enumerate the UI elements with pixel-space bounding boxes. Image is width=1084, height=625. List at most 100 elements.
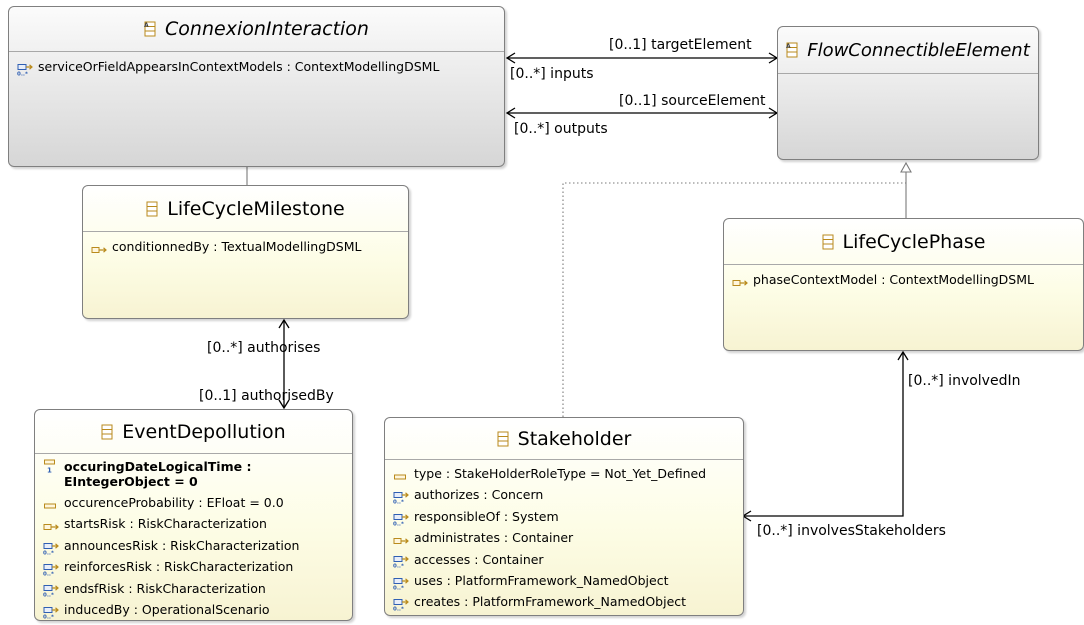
many-reference-icon: 0..* bbox=[393, 575, 409, 591]
arrowhead-authorises bbox=[278, 318, 290, 329]
attribute-text: uses : PlatformFramework_NamedObject bbox=[414, 573, 669, 589]
abstract-class-icon: A bbox=[786, 42, 799, 58]
attribute-list: type : StakeHolderRoleType = Not_Yet_Def… bbox=[385, 460, 743, 613]
arrowhead-inputs bbox=[505, 52, 516, 64]
arrowhead-authorised-by bbox=[278, 399, 290, 410]
attribute-list: conditionnedBy : TextualModellingDSML bbox=[83, 232, 408, 257]
attribute-row[interactable]: conditionnedBy : TextualModellingDSML bbox=[91, 236, 404, 257]
svg-text:0..*: 0..* bbox=[393, 521, 404, 525]
attribute-list: phaseContextModel : ContextModellingDSML bbox=[724, 265, 1083, 290]
attribute-row[interactable]: startsRisk : RiskCharacterization bbox=[43, 513, 348, 534]
attribute-icon bbox=[393, 468, 409, 480]
many-reference-icon: 0..* bbox=[43, 604, 59, 620]
class-header: LifeCyclePhase bbox=[724, 219, 1083, 265]
attribute-row[interactable]: phaseContextModel : ContextModellingDSML bbox=[732, 269, 1079, 290]
attribute-text: inducedBy : OperationalScenario bbox=[64, 602, 270, 618]
class-icon bbox=[822, 234, 835, 250]
reference-icon bbox=[91, 241, 107, 253]
attribute-row[interactable]: occurenceProbability : EFloat = 0.0 bbox=[43, 492, 348, 513]
class-name: LifeCycleMilestone bbox=[167, 197, 345, 220]
many-reference-icon: 0..* bbox=[393, 553, 409, 570]
attribute-text: creates : PlatformFramework_NamedObject bbox=[414, 594, 687, 610]
svg-text:A: A bbox=[786, 43, 791, 50]
svg-text:0..*: 0..* bbox=[43, 572, 54, 576]
svg-text:0..*: 0..* bbox=[43, 550, 54, 554]
svg-text:0..*: 0..* bbox=[393, 564, 404, 568]
generalization-arrowhead-phase bbox=[900, 161, 912, 173]
class-name: LifeCyclePhase bbox=[842, 230, 986, 253]
attribute-list: 0..* serviceOrFieldAppearsInContextModels… bbox=[9, 52, 504, 77]
class-icon bbox=[146, 201, 159, 217]
attribute-row[interactable]: 0..* authorizes : Concern bbox=[393, 484, 739, 505]
class-stakeholder[interactable]: Stakeholder type : StakeHolderRoleType =… bbox=[384, 417, 744, 616]
class-event-depollution[interactable]: EventDepollution 1 occuringDateLogicalTim… bbox=[34, 409, 353, 621]
class-icon bbox=[497, 431, 510, 447]
attribute-text: serviceOrFieldAppearsInContextModels : C… bbox=[38, 59, 440, 74]
class-name: ConnexionInteraction bbox=[165, 18, 369, 40]
arrowhead-involved-in bbox=[897, 350, 909, 361]
label-authorised-by: [0..1] authorisedBy bbox=[199, 388, 334, 404]
attribute-text: endsfRisk : RiskCharacterization bbox=[64, 580, 266, 596]
attribute-row[interactable]: 0..* announcesRisk : RiskCharacterization bbox=[43, 535, 348, 556]
attribute-row[interactable]: administrates : Container bbox=[393, 527, 739, 548]
attribute-row[interactable]: type : StakeHolderRoleType = Not_Yet_Def… bbox=[393, 463, 739, 484]
class-connexion-interaction[interactable]: A ConnexionInteraction 0..* serviceOrFiel… bbox=[8, 6, 505, 167]
attribute-text: authorizes : Concern bbox=[414, 487, 544, 503]
required-attribute-icon: 1 bbox=[43, 459, 59, 475]
abstract-class-icon: A bbox=[144, 21, 157, 37]
label-inputs: [0..*] inputs bbox=[510, 66, 594, 82]
svg-text:A: A bbox=[144, 22, 149, 29]
reference-icon bbox=[393, 532, 409, 544]
attribute-text: announcesRisk : RiskCharacterization bbox=[64, 537, 300, 553]
class-header: LifeCycleMilestone bbox=[83, 186, 408, 232]
attribute-text: responsibleOf : System bbox=[414, 508, 559, 524]
attribute-text: occuringDateLogicalTime : EIntegerObject… bbox=[64, 459, 252, 489]
attribute-row[interactable]: 0..* accesses : Container bbox=[393, 549, 739, 570]
attribute-text: occurenceProbability : EFloat = 0.0 bbox=[64, 495, 284, 510]
svg-text:0..*: 0..* bbox=[17, 71, 28, 75]
attribute-row[interactable]: 0..* serviceOrFieldAppearsInContextModels… bbox=[17, 56, 500, 77]
svg-text:0..*: 0..* bbox=[43, 593, 54, 597]
arrowhead-outputs bbox=[505, 107, 516, 119]
class-name: Stakeholder bbox=[517, 427, 632, 450]
many-reference-icon: 0..* bbox=[17, 61, 33, 77]
many-reference-icon: 0..* bbox=[393, 489, 409, 506]
class-name: EventDepollution bbox=[122, 420, 286, 443]
reference-icon bbox=[732, 274, 748, 286]
svg-text:0..*: 0..* bbox=[393, 607, 404, 611]
class-flow-connectible-element[interactable]: A FlowConnectibleElement bbox=[777, 26, 1039, 160]
class-header: Stakeholder bbox=[385, 418, 743, 460]
attribute-text: administrates : Container bbox=[414, 530, 574, 546]
attribute-text: type : StakeHolderRoleType = Not_Yet_Def… bbox=[414, 466, 707, 481]
attribute-text: startsRisk : RiskCharacterization bbox=[64, 516, 267, 532]
label-involves-stakeholders: [0..*] involvesStakeholders bbox=[757, 523, 946, 539]
label-target-element: [0..1] targetElement bbox=[609, 37, 752, 53]
attribute-row[interactable]: 0..* uses : PlatformFramework_NamedObject bbox=[393, 570, 739, 591]
label-outputs: [0..*] outputs bbox=[514, 121, 608, 137]
attribute-text: accesses : Container bbox=[414, 551, 544, 567]
attribute-text: reinforcesRisk : RiskCharacterization bbox=[64, 559, 294, 575]
edge-involved-in[interactable] bbox=[743, 352, 904, 517]
attribute-row[interactable]: 0..* reinforcesRisk : RiskCharacterizatio… bbox=[43, 556, 348, 577]
attribute-row[interactable]: 1 occuringDateLogicalTime : EIntegerObjec… bbox=[43, 458, 348, 492]
class-header: A FlowConnectibleElement bbox=[778, 27, 1038, 74]
class-header: EventDepollution bbox=[35, 410, 352, 454]
attribute-list: 1 occuringDateLogicalTime : EIntegerObjec… bbox=[35, 454, 352, 620]
attribute-text: conditionnedBy : TextualModellingDSML bbox=[112, 239, 362, 254]
attribute-row[interactable]: 0..* endsfRisk : RiskCharacterization bbox=[43, 578, 348, 599]
class-name: FlowConnectibleElement bbox=[807, 39, 1030, 61]
attribute-row[interactable]: 0..* creates : PlatformFramework_NamedObj… bbox=[393, 591, 739, 612]
reference-icon bbox=[43, 518, 59, 531]
class-life-cycle-milestone[interactable]: LifeCycleMilestone conditionnedBy : Text… bbox=[82, 185, 409, 319]
attribute-row[interactable]: 0..* inducedBy : OperationalScenario bbox=[43, 599, 348, 620]
attribute-list bbox=[778, 74, 1038, 78]
label-involved-in: [0..*] involvedIn bbox=[908, 373, 1021, 389]
many-reference-icon: 0..* bbox=[393, 596, 409, 613]
attribute-icon bbox=[43, 497, 59, 509]
many-reference-icon: 0..* bbox=[43, 582, 59, 599]
many-reference-icon: 0..* bbox=[393, 511, 409, 527]
svg-text:0..*: 0..* bbox=[393, 500, 404, 504]
attribute-row[interactable]: 0..* responsibleOf : System bbox=[393, 506, 739, 527]
class-life-cycle-phase[interactable]: LifeCyclePhase phaseContextModel : Conte… bbox=[723, 218, 1084, 351]
label-authorises: [0..*] authorises bbox=[207, 340, 321, 356]
